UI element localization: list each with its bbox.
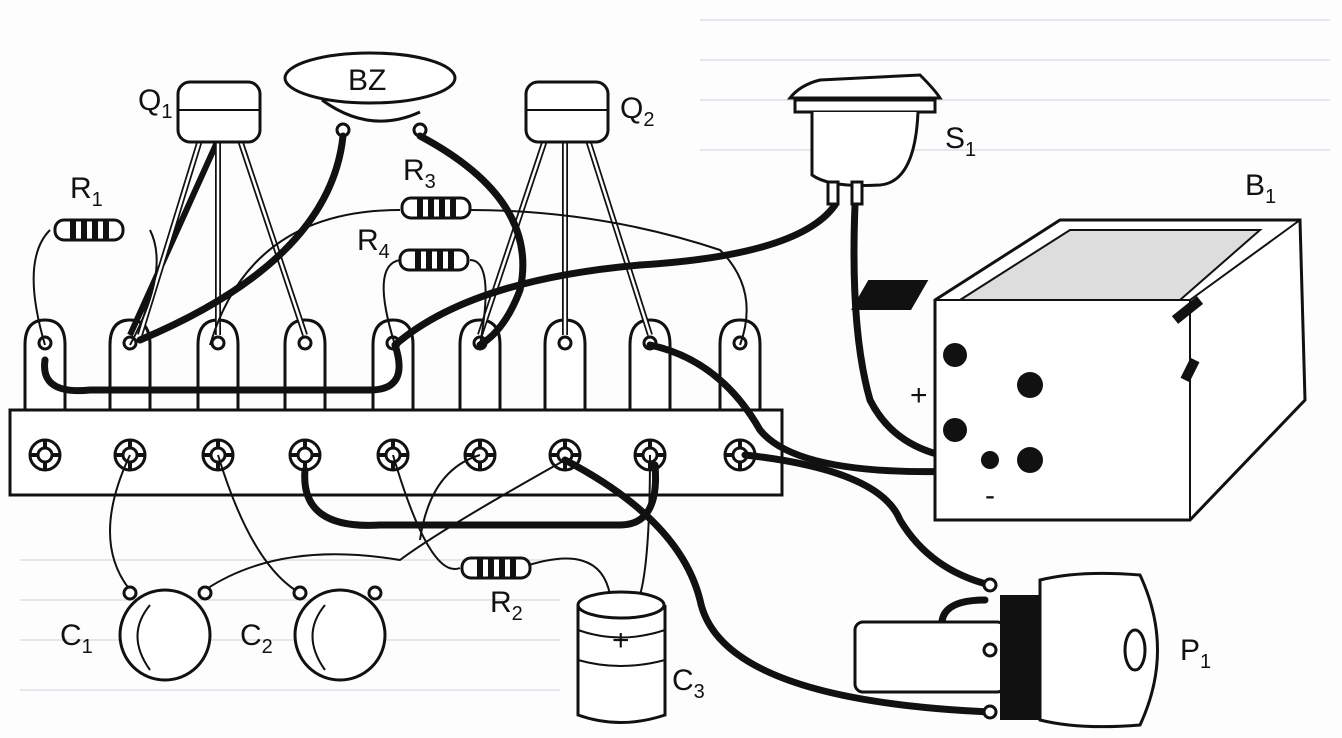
label-p1: P1 [1180, 634, 1211, 673]
buzzer-bz [283, 51, 457, 138]
resistor-r2 [460, 556, 532, 580]
label-b1: B1 [1245, 169, 1276, 208]
wires [32, 132, 994, 716]
label-c1: C1 [60, 619, 93, 658]
terminal-screws [28, 438, 757, 472]
label-c2: C2 [240, 619, 273, 658]
capacitor-c1 [118, 585, 213, 682]
switch-s1[interactable] [786, 73, 943, 206]
label-r1: R1 [70, 172, 103, 211]
potentiometer-p1[interactable] [853, 571, 1159, 729]
label-bz: BZ [348, 64, 386, 97]
battery-holder-b1 [851, 218, 1307, 522]
transistor-q2 [477, 80, 653, 336]
component-labels: Q1 BZ Q2 S1 B1 R1 R3 R4 R2 C1 C2 C3 P1 +… [60, 64, 1276, 703]
label-q2: Q2 [620, 92, 654, 131]
transistor-q1 [127, 80, 308, 337]
resistor-r3 [400, 196, 472, 220]
label-s1: S1 [945, 122, 976, 161]
label-q1: Q1 [138, 84, 172, 123]
background-bleed [20, 19, 1330, 691]
label-c3: C3 [672, 664, 705, 703]
terminal-screw[interactable] [28, 438, 62, 472]
c3-plus-sign: + [612, 624, 630, 657]
lug-hole [210, 335, 226, 351]
lug-hole [297, 335, 313, 351]
resistor-r1 [53, 218, 125, 242]
capacitor-c2 [292, 585, 387, 682]
label-r3: R3 [403, 154, 436, 193]
terminal-screw[interactable] [288, 438, 322, 472]
battery-minus-sign: - [985, 479, 995, 512]
lug-hole [557, 335, 573, 351]
terminal-lug [628, 318, 672, 412]
resistor-r4 [398, 248, 470, 272]
capacitor-c3 [576, 590, 667, 724]
battery-plus-sign: + [910, 379, 928, 412]
terminal-lug [458, 318, 502, 412]
label-r2: R2 [490, 586, 523, 625]
label-r4: R4 [357, 224, 390, 263]
resistors [53, 196, 532, 580]
